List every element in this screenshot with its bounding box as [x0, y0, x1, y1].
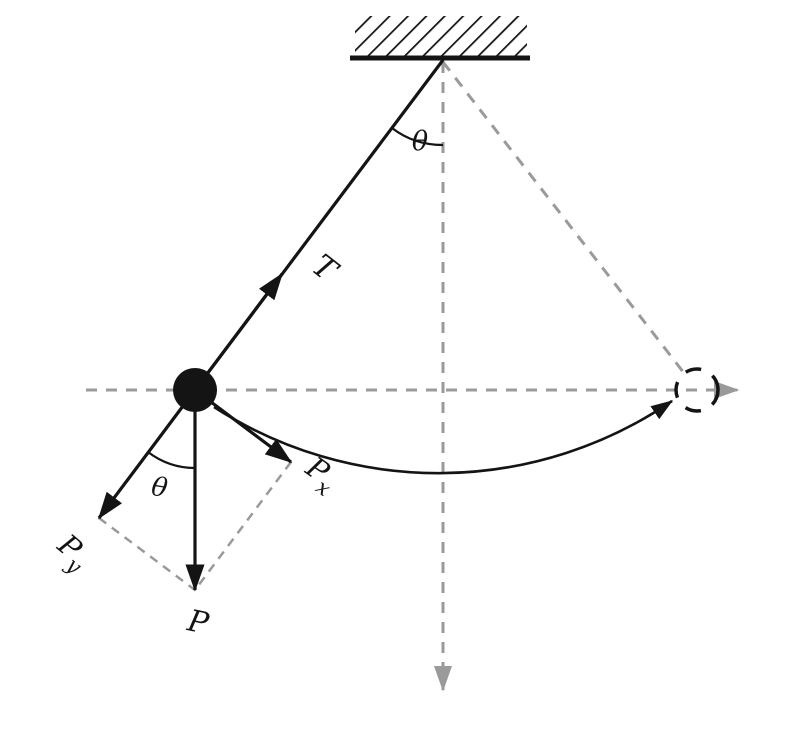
angle-arc-top: [391, 127, 444, 147]
tension-label-text: T: [305, 248, 345, 291]
tension-vector: [193, 272, 284, 391]
angle-arc-bottom: [147, 451, 196, 470]
weight-y-label: P y: [51, 527, 89, 580]
weight-label: P: [183, 603, 212, 642]
weight-x-label: P x: [299, 449, 336, 501]
tension-label: T: [305, 248, 345, 291]
weight-y-component-vector: [97, 389, 197, 520]
pendulum-bob: [173, 368, 217, 412]
angle-label-bottom: θ: [149, 472, 170, 504]
ghost-bob: [674, 367, 720, 413]
ceiling-hatch: [355, 16, 527, 56]
swing-limit-line: [441, 61, 686, 374]
component-construction-line-left: [98, 517, 196, 591]
angle-label-top: θ: [412, 126, 428, 157]
component-construction-line-right: [194, 461, 292, 591]
